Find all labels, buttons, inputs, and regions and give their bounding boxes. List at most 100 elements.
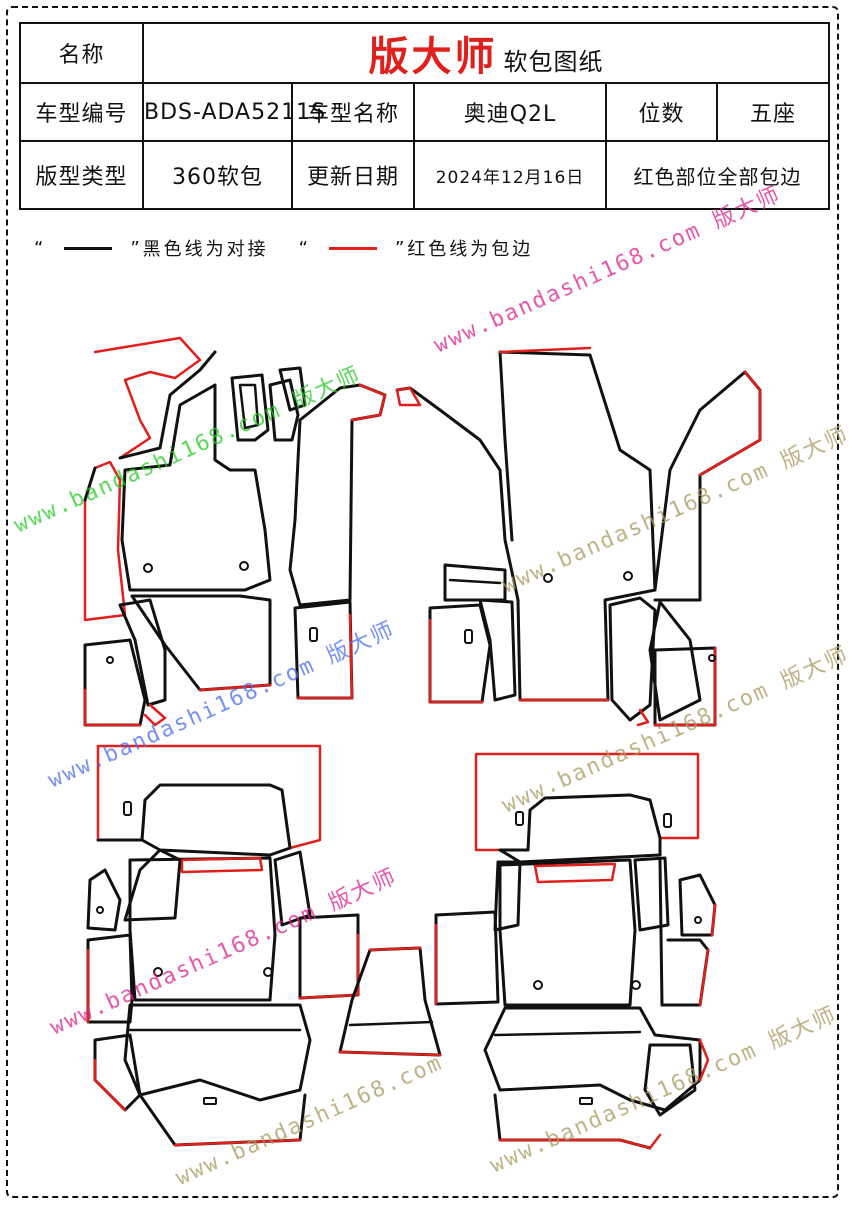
clip-slot [123, 801, 132, 816]
pattern-piece [348, 1020, 434, 1027]
pattern-piece [118, 598, 167, 707]
pattern-piece [428, 603, 492, 704]
legend-red-text: 红色线为包边 [407, 239, 534, 260]
clip-slot [309, 627, 318, 642]
pattern-piece [368, 946, 422, 952]
legend-black-line [64, 246, 113, 250]
pattern-piece [198, 683, 272, 692]
pattern-piece [173, 1138, 302, 1147]
pattern-piece [678, 873, 717, 937]
legend-black-text: 黑色线为对接 [142, 239, 269, 260]
pattern-piece [653, 646, 717, 727]
pattern-piece [128, 856, 277, 1002]
pattern-piece [643, 1043, 697, 1117]
clip-slot [203, 1097, 217, 1105]
pattern-piece [140, 783, 292, 857]
pattern-piece [636, 708, 650, 727]
pattern-piece [268, 378, 300, 442]
clip-hole [533, 980, 543, 990]
pattern-piece [434, 910, 500, 1006]
clip-hole [543, 573, 553, 583]
clip-hole [708, 654, 716, 662]
pattern-piece [338, 946, 442, 1057]
pattern-piece [608, 596, 657, 722]
legend-quote: ” [394, 237, 408, 259]
clip-hole [143, 563, 153, 573]
pattern-piece [120, 383, 272, 592]
update-date: 2024年12月16日 [413, 140, 607, 210]
pattern-piece [83, 466, 97, 502]
page-border [6, 6, 839, 1198]
model-name-label: 车型名称 [291, 82, 415, 142]
pattern-piece [238, 383, 260, 430]
clip-hole [263, 967, 273, 977]
name-label: 名称 [19, 22, 144, 84]
pattern-piece [428, 618, 484, 704]
pattern-piece [83, 638, 147, 727]
pattern-piece [498, 1133, 662, 1150]
clip-slot [515, 811, 524, 826]
model-name: 奥迪Q2L [413, 82, 607, 142]
brand-title: 版大师 [368, 34, 498, 80]
pattern-piece [478, 598, 517, 702]
update-date-label: 更新日期 [291, 140, 415, 210]
pattern-piece [123, 848, 182, 922]
title-cell: 版大师软包图纸 [141, 22, 831, 84]
doc-type: 软包图纸 [503, 48, 604, 76]
pattern-piece [273, 850, 312, 927]
clip-slot [464, 629, 473, 644]
pattern-piece [350, 383, 387, 422]
legend-quote: ” [130, 237, 143, 259]
pattern-piece [395, 386, 422, 407]
pattern-type-label: 版型类型 [19, 140, 144, 210]
pattern-piece [648, 600, 702, 722]
pattern-piece [93, 1033, 142, 1112]
pattern-piece [338, 1050, 442, 1057]
pattern-group-rear-right [434, 752, 717, 1150]
clip-hole [96, 906, 104, 914]
pattern-group-front-right [395, 346, 762, 727]
legend-red-line [328, 246, 377, 250]
pattern-piece [93, 1058, 127, 1112]
legend-quote: “ [298, 237, 311, 259]
pattern-piece [498, 793, 662, 864]
pattern-piece [298, 933, 360, 1000]
clip-hole [106, 656, 114, 664]
pattern-piece [83, 688, 142, 727]
pattern-piece [633, 856, 670, 932]
spec-table: 名称 版大师软包图纸 车型编号 BDS-ADA5211S 车型名称 奥迪Q2L … [19, 22, 831, 210]
pattern-group-front-left [83, 336, 387, 727]
pattern-piece [278, 366, 307, 412]
pattern-piece [93, 336, 202, 460]
clip-slot [579, 1097, 593, 1105]
edge-note: 红色部位全部包边 [604, 140, 831, 210]
pattern-piece [698, 1038, 710, 1082]
clip-hole [631, 980, 641, 990]
pattern-piece [118, 350, 217, 460]
pattern-piece [143, 703, 167, 727]
pattern-piece [493, 1030, 642, 1037]
pattern-piece [698, 948, 710, 1007]
legend: “ ” 黑色线为对接 “ ” 红色线为包边 [34, 235, 533, 261]
pattern-piece [443, 563, 507, 602]
pattern-piece [493, 860, 522, 932]
clip-hole [694, 916, 702, 924]
pattern-piece [180, 856, 264, 874]
clip-hole [153, 967, 163, 977]
pattern-piece [123, 1003, 312, 1102]
seats-label: 位数 [605, 82, 718, 142]
pattern-piece [498, 346, 592, 354]
clip-slot [663, 813, 672, 828]
pattern-piece [230, 373, 270, 442]
model-code-label: 车型编号 [19, 82, 144, 142]
pattern-piece [533, 862, 617, 884]
pattern-piece [288, 383, 387, 607]
pattern-group-rear-left [86, 744, 442, 1147]
pattern-piece [83, 460, 127, 622]
pattern-piece [710, 903, 717, 937]
pattern-piece [448, 578, 502, 585]
pattern-piece [698, 370, 762, 477]
clip-hole [239, 561, 249, 571]
legend-quote: “ [34, 237, 47, 259]
pattern-type: 360软包 [142, 140, 293, 210]
